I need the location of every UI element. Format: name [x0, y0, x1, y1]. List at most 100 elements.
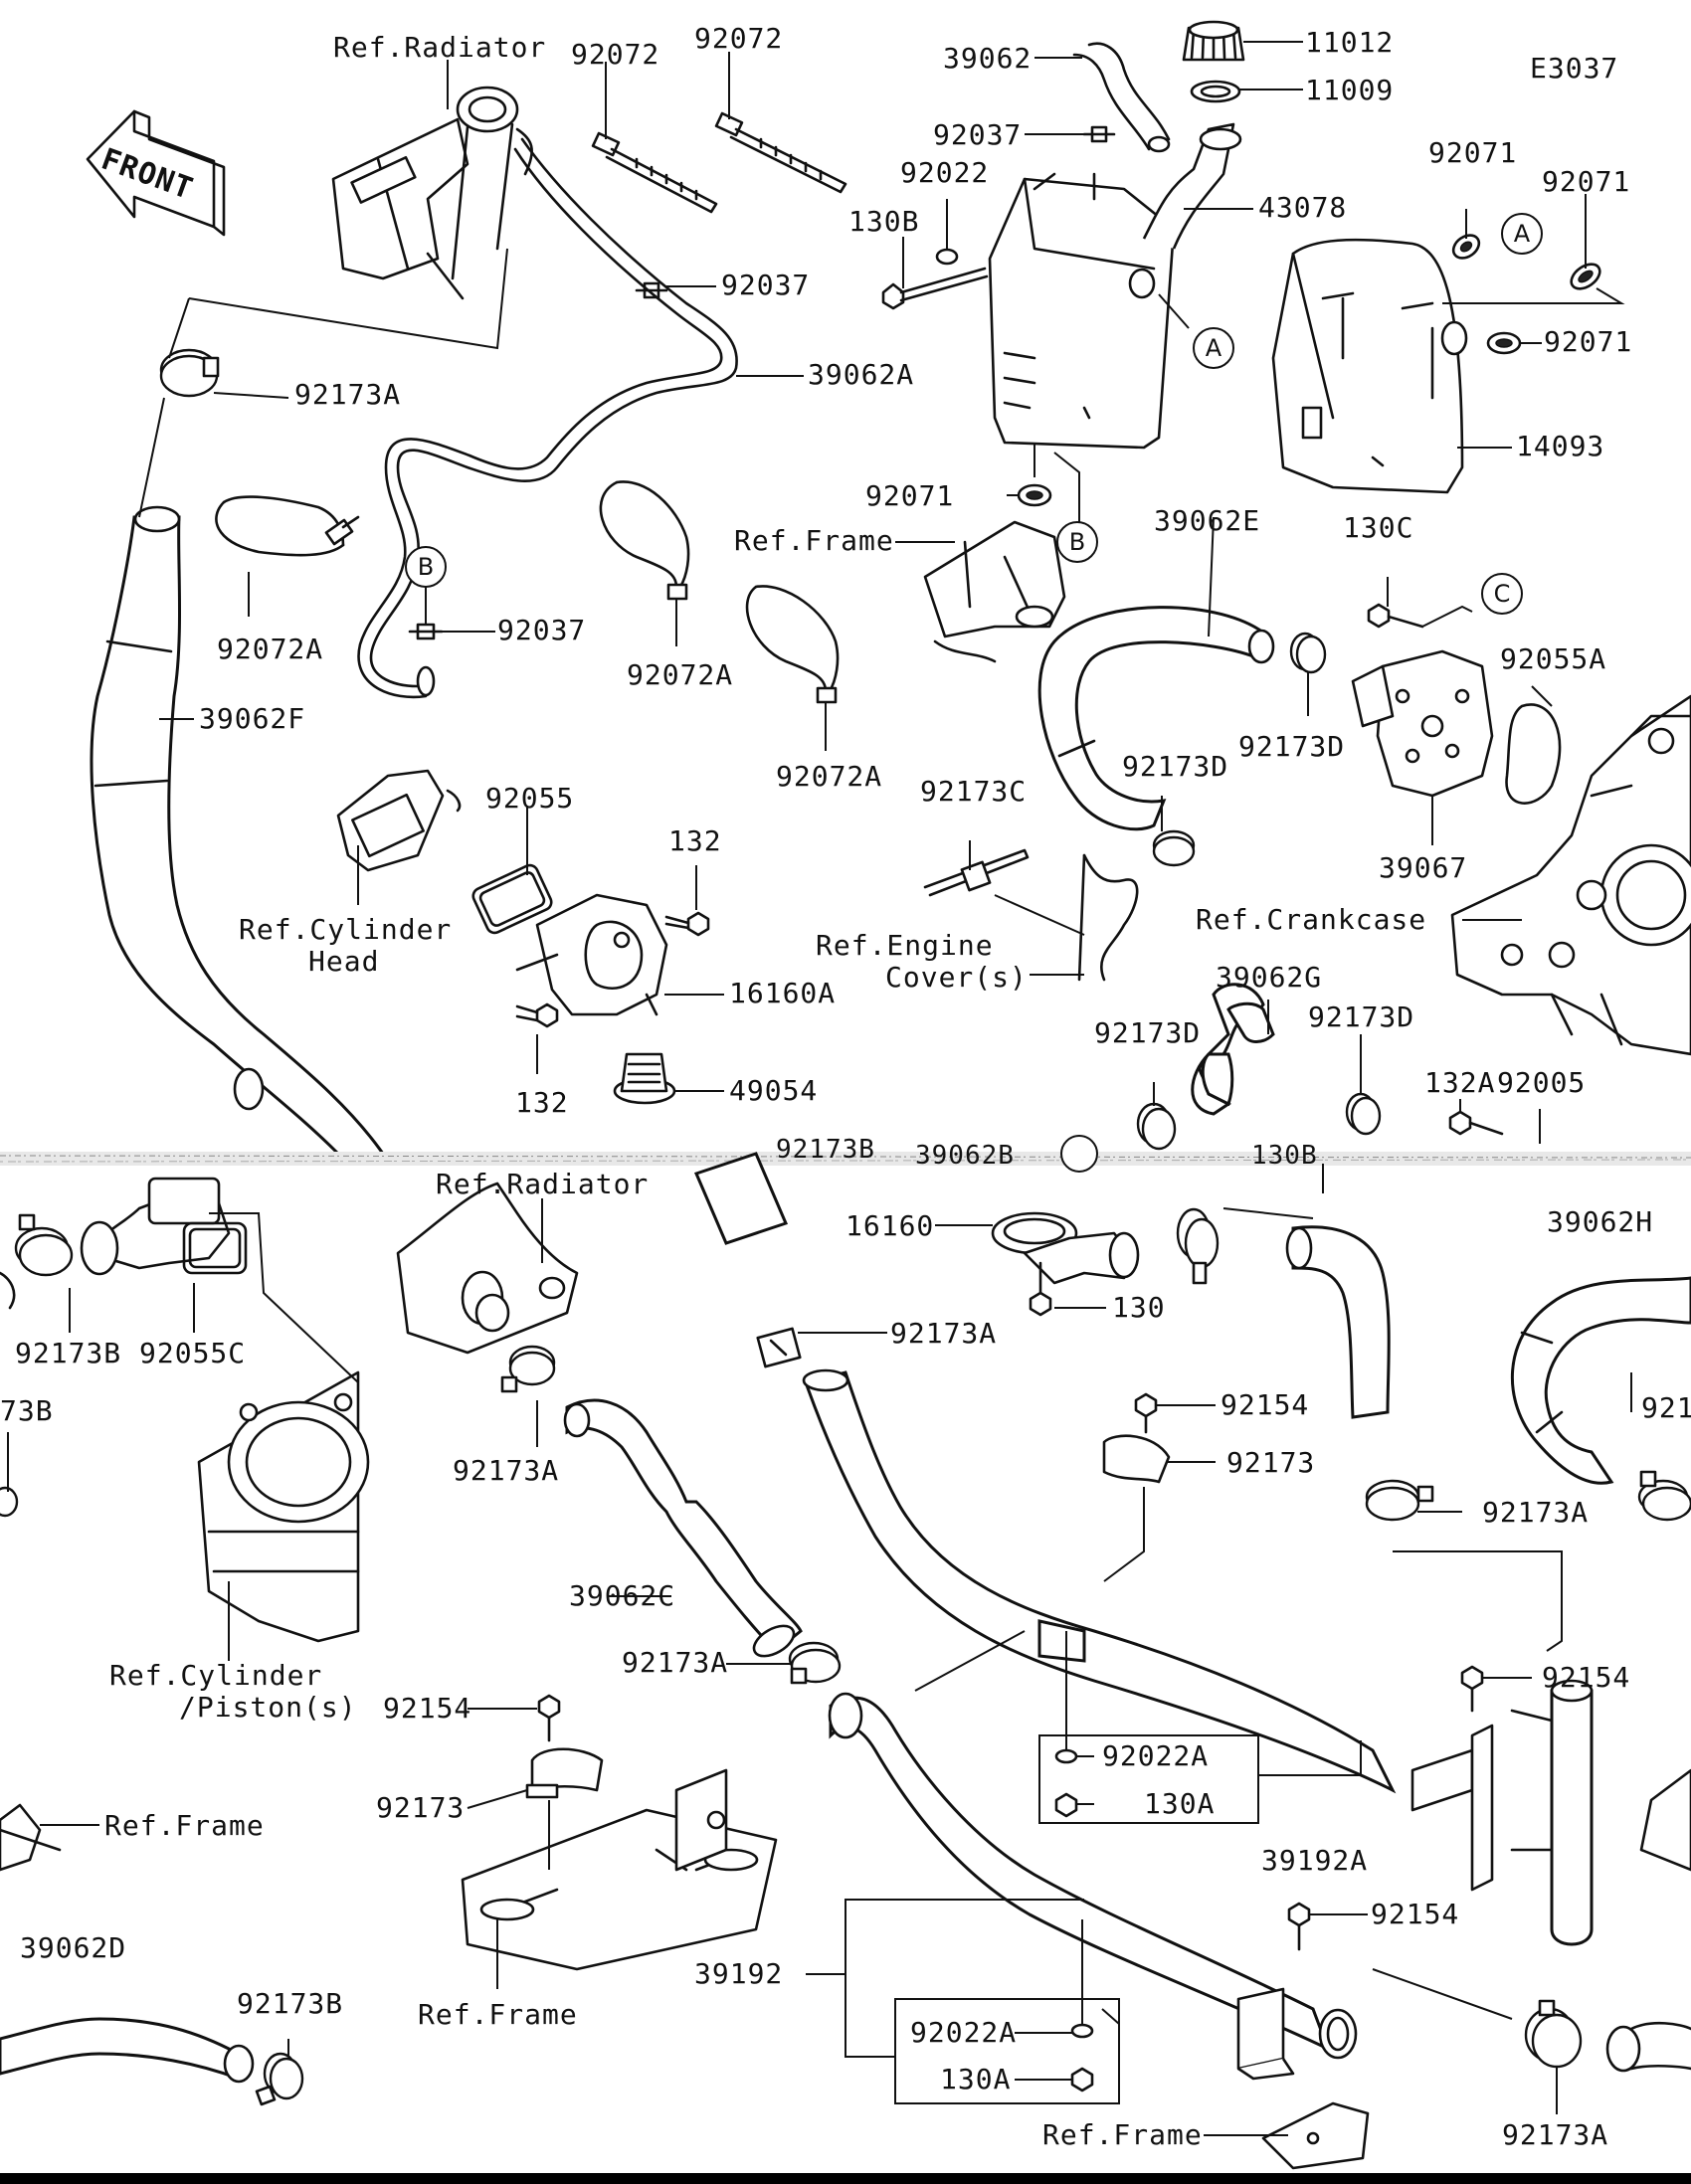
label-92173d-a: 92173D [1238, 730, 1345, 763]
engine-cover-ref [1077, 853, 1139, 982]
band-92072a-c [745, 585, 840, 704]
label-ref-eng-cover-1: Ref.Engine [816, 929, 994, 962]
leader-lines [7, 41, 1632, 2136]
label-92154-c: 92154 [383, 1692, 471, 1725]
label-92173-a: 92173 [1226, 1446, 1315, 1479]
part-labels: E3037 11012 11009 39062 Ref.Radiator 920… [0, 22, 1691, 2151]
bolt-92154-a [1134, 1392, 1158, 1434]
label-ref-radiator-top: Ref.Radiator [333, 31, 546, 64]
label-92173d-b: 92173D [1122, 750, 1228, 783]
hose-39062-top [1072, 42, 1171, 153]
callout-a-right: A [1501, 213, 1543, 255]
callout-c-lower [1060, 1135, 1098, 1173]
label-92072-a: 92072 [571, 38, 659, 71]
label-92173b-top: 92173B [776, 1135, 875, 1165]
bolt-92154-d [1287, 1902, 1311, 1951]
label-43078: 43078 [1258, 191, 1347, 224]
bracket-right-edge [1605, 1768, 1691, 2073]
frame-bracket-top [923, 520, 1066, 663]
clamp-92173a-c [1365, 1479, 1434, 1522]
label-92173c: 92173C [920, 775, 1027, 808]
hose-39062h [1510, 1276, 1691, 1485]
label-132-a: 132 [668, 824, 722, 857]
pipe-39192 [828, 1692, 1358, 2060]
label-73b: 73B [0, 1394, 54, 1427]
label-39062g: 39062G [1216, 961, 1322, 994]
label-ref-radiator-mid: Ref.Radiator [436, 1168, 649, 1200]
label-92037-hose: 92037 [721, 269, 810, 301]
bolt-130b [881, 267, 989, 310]
label-92154-d: 92154 [1371, 1898, 1459, 1930]
svg-text:C: C [1494, 580, 1511, 608]
diagram-code: E3037 [1530, 52, 1618, 85]
clamp-92173b-b [255, 2052, 304, 2106]
label-92072a-c: 92072A [776, 760, 882, 793]
label-92173d-c: 92173D [1094, 1016, 1201, 1049]
clamp-92173a-d [788, 1641, 842, 1685]
label-92173a-e: 92173A [1502, 2118, 1608, 2151]
label-92022a-b: 92022A [910, 2016, 1017, 2049]
thermostat-cover-16160 [991, 1211, 1140, 1285]
frame-left-ref [0, 1803, 62, 1872]
label-130b: 130B [848, 205, 919, 238]
label-ref-cyl-head-2: Head [308, 945, 379, 978]
hose-39062g [1191, 983, 1275, 1116]
bolt-132a [1448, 1110, 1504, 1136]
label-ref-frame-left: Ref.Frame [104, 1809, 265, 1842]
clamp-right-edge [1637, 1470, 1691, 1522]
bolt-130 [1029, 1261, 1052, 1317]
label-92173d-d: 92173D [1308, 1001, 1414, 1033]
bolt-130a-b [1070, 2067, 1094, 2093]
label-39192a: 39192A [1261, 1844, 1368, 1877]
scan-seam [0, 1152, 1691, 1166]
label-16160: 16160 [846, 1209, 934, 1242]
clamp-92173a-b [500, 1345, 556, 1393]
clamp-92173d-d [1345, 1092, 1382, 1136]
label-92173b-a: 92173B [15, 1337, 121, 1369]
label-14093: 14093 [1516, 430, 1604, 462]
label-130a-b: 130A [940, 2063, 1011, 2095]
label-11012: 11012 [1305, 26, 1394, 59]
outlet-fitting-left [80, 1177, 231, 1276]
label-92037-tank: 92037 [933, 118, 1022, 151]
front-arrow-icon: FRONT [86, 109, 226, 237]
label-39062a: 39062A [808, 358, 914, 391]
callout-a-tank: A [1193, 327, 1234, 369]
label-92005: 92005 [1497, 1066, 1586, 1099]
clip-92037-b [408, 623, 444, 640]
thermostat-housing-16160a [515, 893, 668, 1016]
label-130b-mid: 130B [1251, 1141, 1318, 1171]
label-39192: 39192 [694, 1957, 783, 1990]
grommet-92071-bottom [1017, 483, 1052, 507]
label-92173b-b: 92173B [237, 1987, 343, 2020]
hose-39062b [693, 1152, 789, 1245]
label-92071-c: 92071 [1544, 325, 1632, 358]
label-ref-eng-cover-2: Cover(s) [885, 961, 1028, 994]
label-39062f: 39062F [199, 702, 305, 735]
cable-tie-92072-right [714, 111, 847, 194]
clip-92037-hose [635, 281, 668, 299]
label-92173a-c: 92173A [1482, 1496, 1589, 1529]
svg-text:B: B [418, 553, 434, 581]
hose-39062c [563, 1398, 803, 1658]
label-39062b: 39062B [915, 1141, 1015, 1171]
grommet-92071-c [1486, 331, 1522, 355]
label-ref-frame-mid: Ref.Frame [418, 1998, 578, 2031]
hose-stub-mid [1285, 1225, 1391, 1419]
label-11009: 11009 [1305, 74, 1394, 106]
label-39062e: 39062E [1154, 504, 1260, 537]
label-49054: 49054 [729, 1074, 818, 1107]
label-92173a-top: 92173A [294, 378, 401, 411]
label-132a: 132A [1424, 1066, 1495, 1099]
label-92173a-mid: 92173A [890, 1317, 997, 1350]
washer-92022a-b [1070, 2023, 1094, 2039]
hose-39062d [0, 2017, 255, 2084]
svg-text:B: B [1069, 528, 1085, 556]
clamp-92173b-a [14, 1213, 74, 1277]
label-92022a-a: 92022A [1102, 1739, 1209, 1772]
bracket-39192-lower [1236, 1987, 1295, 2081]
coolant-reservoir-tank [988, 122, 1242, 450]
reservoir-cap [1182, 20, 1245, 62]
svg-text:A: A [1206, 334, 1222, 362]
